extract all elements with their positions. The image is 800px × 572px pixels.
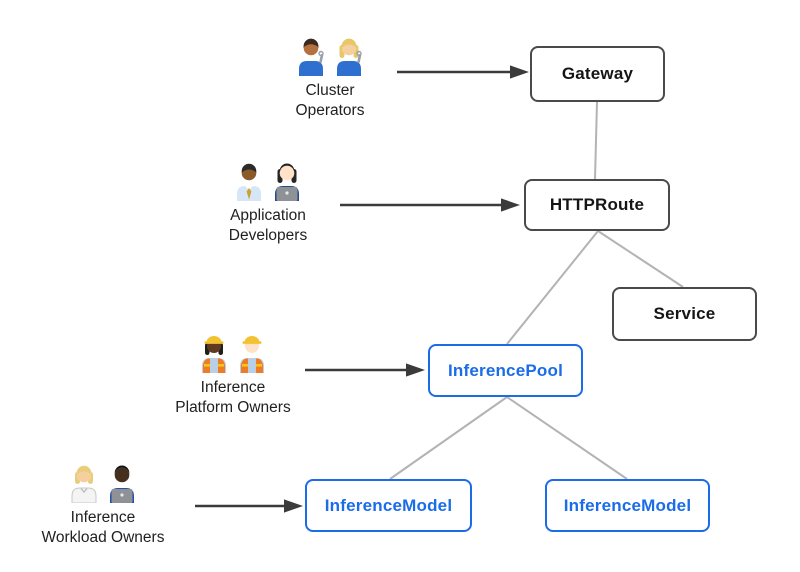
woman-mechanic-emoji (337, 38, 362, 76)
inference-platform-owners-avatars (143, 333, 323, 373)
arrow-workload-owners-to-inferencemodel (195, 499, 303, 513)
technologist-emoji (110, 465, 134, 503)
inference-workload-owners-avatars (13, 463, 193, 503)
connector-httproute-service (597, 230, 684, 288)
node-inferencemodel-left: InferenceModel (305, 479, 472, 532)
node-inferencemodel-right: InferenceModel (545, 479, 710, 532)
cluster-operators-label: Cluster Operators (295, 82, 365, 119)
connector-gateway-httproute (594, 101, 598, 180)
node-service-label: Service (653, 304, 716, 323)
persona-application-developers: Application Developers (188, 161, 348, 246)
persona-cluster-operators: Cluster Operators (250, 36, 410, 121)
health-worker-emoji (71, 465, 97, 503)
node-httproute-label: HTTPRoute (549, 195, 645, 214)
persona-inference-platform-owners: Inference Platform Owners (143, 333, 323, 418)
node-inferencemodel-left-label: InferenceModel (324, 495, 453, 515)
application-developers-label: Application Developers (228, 207, 308, 244)
node-httproute: HTTPRoute (524, 179, 670, 231)
man-office-worker-emoji (237, 163, 261, 201)
arrow-application-developers-to-httproute (340, 198, 520, 212)
node-inferencemodel-right-label: InferenceModel (563, 495, 692, 515)
cluster-operators-avatars (250, 36, 410, 76)
node-gateway-label: Gateway (561, 64, 634, 83)
man-mechanic-emoji (299, 38, 324, 76)
inference-platform-owners-label: Inference Platform Owners (175, 379, 291, 416)
node-gateway: Gateway (530, 46, 665, 102)
connector-inferencepool-inferencemodel-right (506, 396, 628, 480)
woman-construction-worker-emoji (202, 336, 226, 373)
node-inferencepool-label: InferencePool (447, 360, 564, 380)
application-developers-avatars (188, 161, 348, 201)
node-inferencepool: InferencePool (428, 344, 583, 397)
node-service: Service (612, 287, 757, 341)
connector-inferencepool-inferencemodel-left (389, 396, 508, 480)
arrow-cluster-operators-to-gateway (397, 65, 529, 79)
inference-workload-owners-label: Inference Workload Owners (41, 509, 165, 546)
arrow-platform-owners-to-inferencepool (305, 363, 425, 377)
woman-technologist-emoji (275, 163, 299, 201)
man-construction-worker-emoji (240, 336, 264, 373)
connector-httproute-inferencepool (506, 230, 599, 345)
persona-inference-workload-owners: Inference Workload Owners (13, 463, 193, 548)
